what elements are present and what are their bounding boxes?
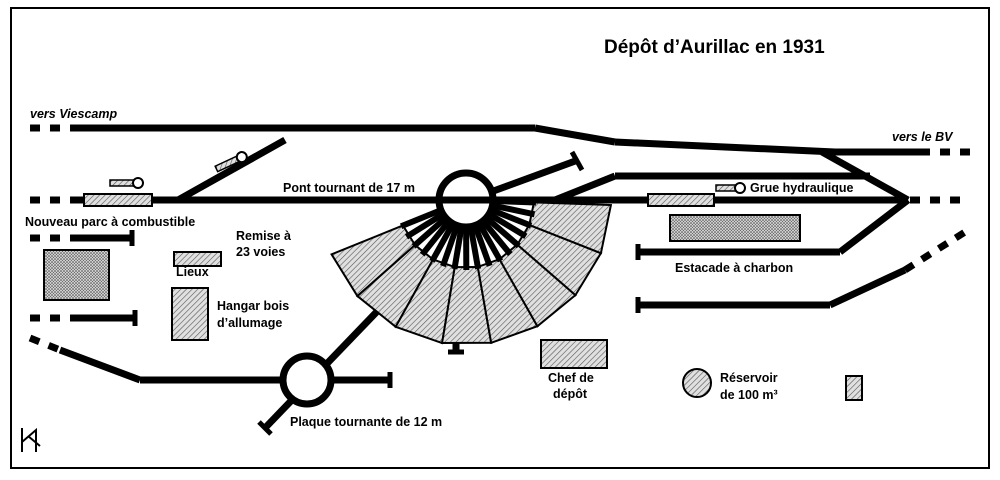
radial-track	[481, 219, 513, 257]
label-plaque-tournante: Plaque tournante de 12 m	[290, 415, 442, 429]
plaque-tournante	[279, 352, 335, 408]
radial-track	[429, 223, 456, 263]
estacade	[669, 214, 801, 242]
crane-icon	[715, 182, 746, 194]
radial-track	[404, 212, 444, 240]
remise-roundhouse	[330, 197, 613, 345]
direction-bv: vers le BV	[892, 130, 954, 144]
signature-logo-icon	[21, 427, 41, 452]
diagram-title: Dépôt d’Aurillac en 1931	[604, 37, 825, 58]
radial-track	[485, 216, 521, 249]
hangar-bois	[171, 287, 209, 341]
label-chef-1: Chef de	[548, 371, 594, 385]
pont-tournant	[435, 169, 497, 231]
radial-track	[492, 202, 536, 218]
label-parc-combustible: Nouveau parc à combustible	[25, 215, 195, 229]
chef-depot	[540, 339, 608, 369]
radial-track	[467, 227, 482, 270]
label-reservoir-1: Réservoir	[720, 371, 778, 385]
wagon-right	[647, 193, 715, 207]
crane-icon	[214, 151, 248, 173]
radial-track	[493, 197, 537, 206]
radial-track	[440, 225, 460, 268]
radial-track	[399, 207, 442, 230]
wagon-left	[83, 193, 153, 207]
small-building	[845, 375, 863, 401]
parc-combustible	[43, 249, 110, 301]
label-hangar-2: d’allumage	[217, 316, 282, 330]
label-pont-tournant: Pont tournant de 17 m	[283, 181, 415, 195]
reservoir	[682, 368, 712, 398]
radial-track	[472, 225, 493, 267]
radial-track	[477, 222, 504, 263]
label-grue: Grue hydraulique	[750, 181, 854, 195]
radial-track	[419, 219, 451, 257]
radial-track	[411, 216, 448, 249]
label-estacade: Estacade à charbon	[675, 261, 793, 275]
label-lieux: Lieux	[176, 265, 209, 279]
label-reservoir-2: de 100 m³	[720, 388, 778, 402]
radial-track	[451, 227, 465, 270]
label-remise-2: 23 voies	[236, 245, 285, 259]
crane-icon	[109, 177, 144, 189]
radial-track	[490, 207, 533, 229]
lieux	[173, 251, 222, 267]
label-remise-1: Remise à	[236, 229, 291, 243]
remise-stall	[528, 201, 613, 255]
label-chef-2: dépôt	[553, 387, 588, 401]
radial-track	[488, 211, 528, 239]
label-hangar-1: Hangar bois	[217, 299, 289, 313]
direction-viescamp: vers Viescamp	[30, 107, 117, 121]
